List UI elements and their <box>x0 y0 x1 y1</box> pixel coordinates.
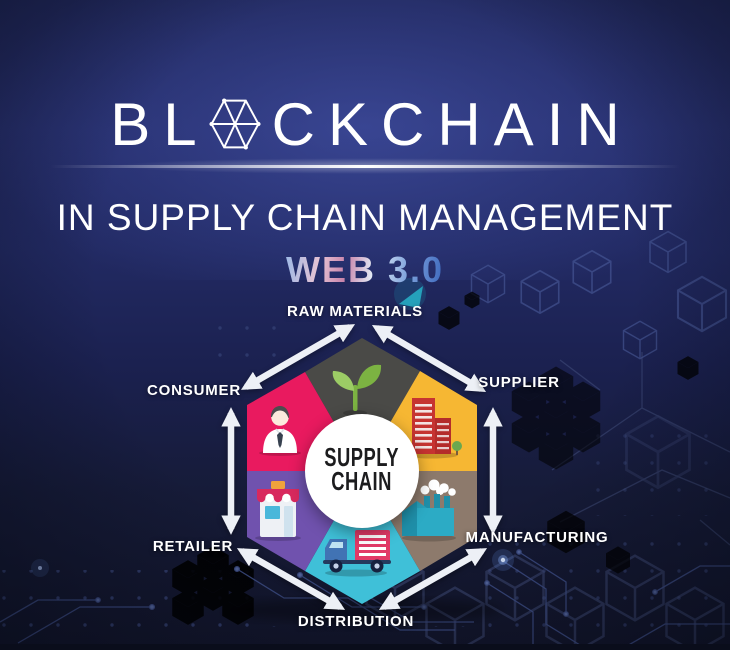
arrow-distribution-retailer <box>236 548 346 610</box>
bottom-edge-strip <box>0 644 730 650</box>
label-retailer: RETAILER <box>152 538 234 555</box>
label-consumer: CONSUMER <box>147 382 241 399</box>
label-raw-materials: RAW MATERIALS <box>287 303 423 320</box>
label-supplier: SUPPLIER <box>478 374 560 391</box>
page-title: BL CKCHAIN <box>0 95 730 155</box>
arrow-consumer-rawmaterials <box>240 324 356 390</box>
title-suffix: CKCHAIN <box>271 91 633 158</box>
factory-icon <box>402 479 456 542</box>
office-building-icon <box>399 398 462 459</box>
arrow-rawmaterials-supplier <box>371 325 487 392</box>
hexagon-blockchain-icon <box>209 98 261 150</box>
label-manufacturing: MANUFACTURING <box>465 529 609 546</box>
arrow-manufacturing-distribution <box>378 548 488 610</box>
supply-chain-center-badge: SUPPLY CHAIN <box>305 414 419 528</box>
subtitle: IN SUPPLY CHAIN MANAGEMENT <box>56 197 674 238</box>
light-streak <box>50 158 680 174</box>
businessman-icon <box>259 406 301 456</box>
tagline-web3: WEB 3.0 <box>285 249 445 290</box>
flow-arrows <box>221 324 503 610</box>
supply-chain-center-label: SUPPLY CHAIN <box>324 444 400 497</box>
label-distribution: DISTRIBUTION <box>297 613 415 630</box>
title-prefix: BL <box>110 91 210 158</box>
storefront-icon <box>255 481 301 541</box>
